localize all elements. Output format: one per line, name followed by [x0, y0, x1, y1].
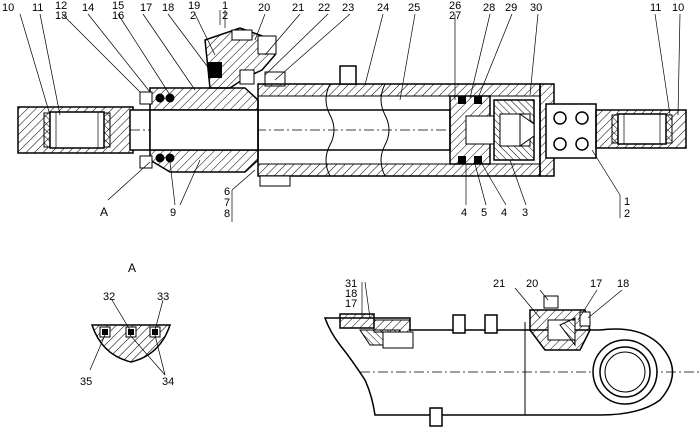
callout-10-right: 10 [672, 2, 684, 14]
top-leaders [19, 10, 681, 116]
view-21: 21 [493, 278, 505, 290]
top-callouts: 10 11 12 13 14 15 16 17 18 19 2 1 2 20 2… [2, 0, 684, 22]
callout-12: 12 [55, 0, 67, 12]
detail-a-32: 32 [103, 291, 115, 303]
view-18: 18 [345, 288, 357, 300]
detail-a: А 32 33 35 34 [80, 261, 174, 388]
callout-16: 16 [112, 10, 124, 22]
callout-8: 8 [224, 208, 230, 220]
callout-6: 6 [224, 186, 230, 198]
callout-a: A [100, 205, 108, 219]
callout-5: 5 [481, 207, 487, 219]
view-20: 20 [526, 278, 538, 290]
detail-a-title: А [128, 261, 136, 275]
detail-a-35: 35 [80, 376, 92, 388]
callout-19: 19 [188, 0, 200, 12]
detail-a-33: 33 [157, 291, 169, 303]
callout-4b: 4 [501, 207, 507, 219]
callout-23: 23 [342, 2, 354, 14]
callout-9: 9 [170, 207, 176, 219]
callout-21: 21 [292, 2, 304, 14]
end-block [545, 103, 597, 159]
bottom-leaders [107, 149, 621, 222]
callout-11-right: 11 [650, 2, 661, 14]
callout-7: 7 [224, 197, 230, 209]
callout-1: 1 [222, 0, 228, 12]
callout-13: 13 [55, 10, 67, 22]
callout-29: 29 [505, 2, 517, 14]
callout-17: 17 [140, 2, 152, 14]
callout-30: 30 [530, 2, 542, 14]
callout-28: 28 [483, 2, 495, 14]
callout-4a: 4 [461, 207, 467, 219]
view-17: 17 [345, 298, 357, 310]
callout-1-2: 2 [222, 10, 228, 22]
callout-26: 26 [449, 0, 461, 12]
main-section-view [17, 27, 687, 187]
callout-2-bottom: 2 [624, 208, 630, 220]
callout-11: 11 [32, 2, 43, 14]
view-17b: 17 [590, 278, 602, 290]
callout-1-bottom: 1 [624, 196, 630, 208]
bottom-right-view: 31 18 17 21 20 17 18 [323, 278, 700, 427]
callout-20: 20 [258, 2, 270, 14]
callout-14: 14 [82, 2, 94, 14]
callout-25: 25 [408, 2, 420, 14]
callout-10: 10 [2, 2, 14, 14]
callout-22: 22 [318, 2, 330, 14]
callout-15: 15 [112, 0, 124, 12]
callout-3: 3 [522, 207, 528, 219]
view-18b: 18 [617, 278, 629, 290]
detail-a-34: 34 [162, 376, 174, 388]
callout-27: 27 [449, 10, 461, 22]
bottom-callouts: A 9 6 7 8 4 5 4 3 1 2 [100, 186, 630, 220]
callout-19-2: 2 [190, 10, 196, 22]
view-31: 31 [345, 278, 357, 290]
callout-24: 24 [377, 2, 389, 14]
callout-18: 18 [162, 2, 174, 14]
left-bearing [49, 111, 105, 149]
